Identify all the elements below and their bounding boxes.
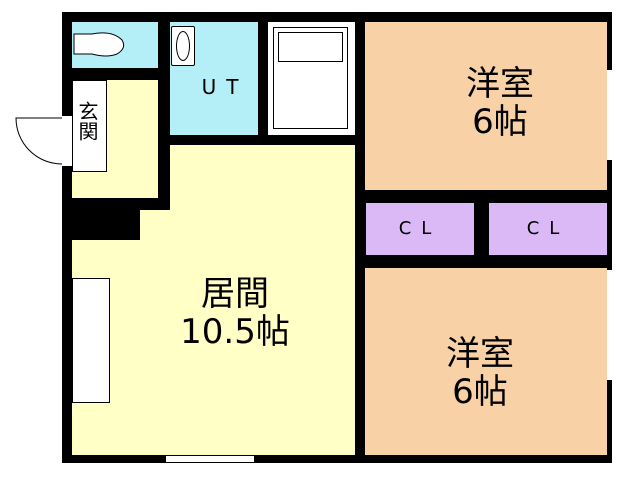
window-south: [165, 455, 255, 463]
entrance-label: 玄関: [75, 101, 99, 141]
living-room-mid: [140, 210, 200, 250]
front-door[interactable]: [62, 116, 72, 166]
bedroom-bottom-name: 洋室: [446, 334, 514, 374]
living-name: 居間: [201, 274, 269, 314]
living-room: [170, 145, 355, 455]
bedroom-top: [365, 22, 607, 190]
living-label: 居間 10.5帖: [155, 275, 315, 351]
toilet-room: [72, 22, 158, 68]
living-size: 10.5帖: [180, 312, 290, 352]
utility-label: UT: [201, 75, 249, 99]
toilet-icon: [73, 32, 125, 57]
window-east-bottom: [607, 270, 612, 380]
closet-1: CL: [366, 203, 474, 255]
kitchen-counter: [72, 278, 110, 403]
bedroom-top-name: 洋室: [466, 64, 534, 104]
bedroom-bottom: [365, 268, 607, 455]
door-swing-icon: [15, 117, 63, 165]
bedroom-top-label: 洋室 6帖: [430, 65, 570, 141]
sink-icon: [171, 26, 195, 66]
entrance-box: 玄関: [72, 80, 107, 172]
window-east-top: [607, 70, 612, 160]
bathtub-icon: [273, 27, 348, 129]
bedroom-bottom-size: 6帖: [452, 372, 508, 412]
bathroom: [268, 22, 355, 135]
closet-2: CL: [489, 203, 607, 255]
bedroom-top-size: 6帖: [472, 102, 528, 142]
bedroom-bottom-label: 洋室 6帖: [410, 335, 550, 411]
